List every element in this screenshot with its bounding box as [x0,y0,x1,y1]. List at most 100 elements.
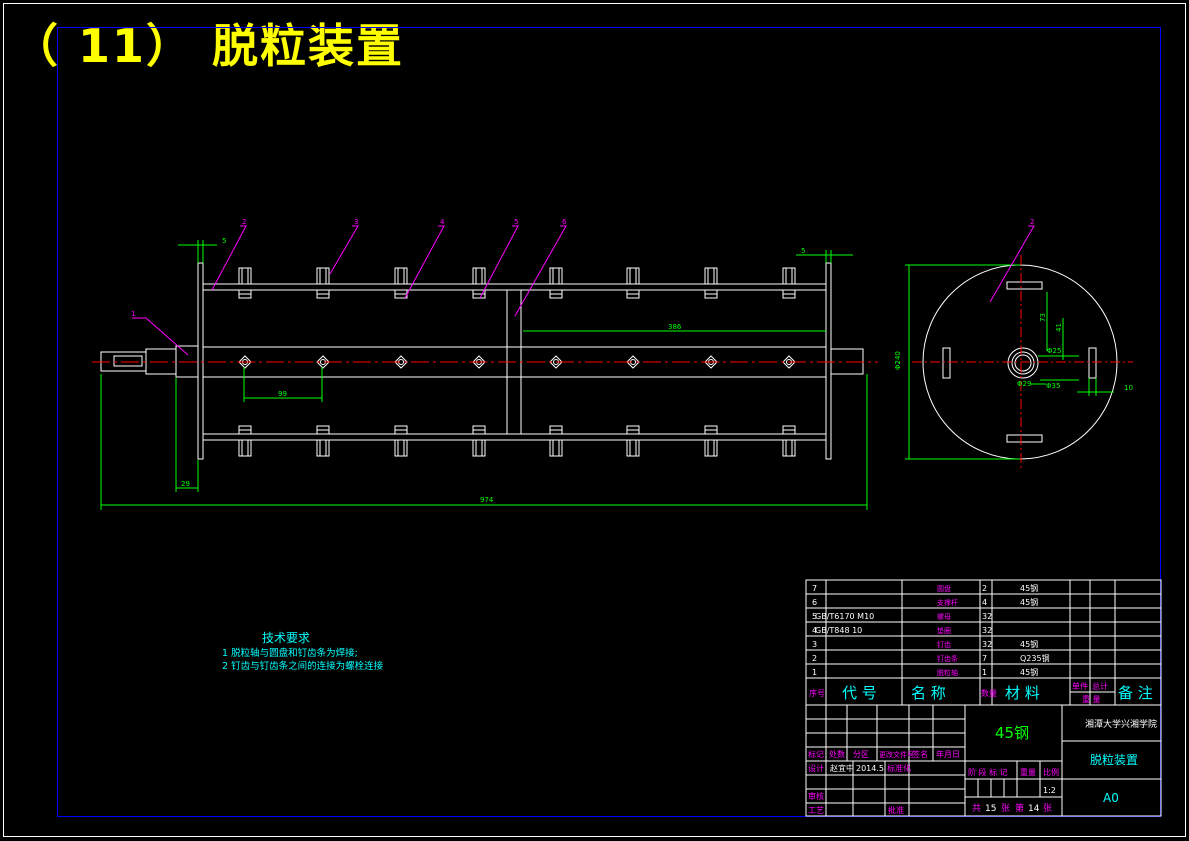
front-dimension-text: 974 29 386 99 5 5 [181,237,805,504]
hub-mid [1011,351,1035,375]
bom-header: 序号 代 号 名 称 数量 材 料 单件 总计 重 量 备 注 [809,681,1153,704]
hub-inner [1014,354,1032,372]
bom-cell-qty: 4 [982,598,987,607]
tooth-top [704,267,718,299]
bom-cell-no: 6 [812,598,817,607]
tb-zone: 分区 [853,750,869,759]
dim-29: 29 [181,480,190,488]
bom-cell-no: 1 [812,668,817,677]
tb-change-doc: 更改文件号 [879,750,914,759]
leader-4: 4 [440,218,445,226]
bom-header-code: 代 号 [842,684,877,702]
tb-design-date: 2014.5 [856,764,884,773]
bom-cell-qty: 32 [982,612,992,621]
tb-count: 处数 [829,749,845,759]
front-leaders [132,225,567,356]
tb-sheet-unit: 张 [1043,803,1052,814]
bom-cell-no: 3 [812,640,817,649]
front-dimensions [100,240,868,510]
bom-cell-qty: 32 [982,626,992,635]
tooth-bottom [782,425,796,457]
tooth-bottom [626,425,640,457]
tooth-top [626,267,640,299]
dim-d25: Φ25 [1047,347,1061,355]
tb-process: 工艺 [808,806,824,815]
leader-1: 1 [131,310,135,318]
bom-cell-material: 45钢 [1020,639,1038,649]
bom-header-single: 单件 [1072,681,1088,691]
leader-5: 5 [514,218,518,226]
tooth-top [472,267,486,299]
tb-design: 设计 [808,763,824,773]
dim-5-right: 5 [801,247,805,255]
tooth-bottom [549,425,563,457]
tech-req-item-1: 1 脱粒轴与圆盘和钉齿条为焊接; [222,648,358,659]
bom-header-name: 名 称 [911,684,946,702]
dim-10: 10 [1124,384,1133,392]
bom-cell-qty: 2 [982,584,987,593]
bom-header-no: 序号 [809,688,825,698]
tech-req-item-2: 2 钉齿与钉齿条之间的连接为螺栓连接 [222,661,384,672]
leader-6: 6 [562,218,567,226]
title-block [805,704,1162,817]
bom-header-total: 总计 [1092,681,1108,691]
bom-cell-qty: 32 [982,640,992,649]
title-block-text: 标记 处数 分区 更改文件号 签名 年月日 设计 赵宜中 2014.5 标准化 … [808,749,1059,815]
bom-header-remark: 备 注 [1118,684,1153,702]
leader-2: 2 [242,218,246,226]
tb-total-label: 共 [972,803,981,814]
front-leader-numbers: 1 2 3 4 5 6 [131,218,567,318]
tooth-bottom [238,425,252,457]
tb-total: 15 [985,804,996,814]
tb-paper: A0 [1103,791,1119,805]
dim-d35: Φ35 [1046,382,1060,390]
bom-row: 3 钉齿 32 45钢 [812,639,1038,649]
bom-cell-name: 钉齿条 [937,654,958,663]
bom-cell-qty: 7 [982,654,987,663]
left-disc [197,262,204,460]
bom-header-qty: 数量 [981,688,997,698]
bom-cell-code: GB/T6170 M10 [815,612,874,621]
bom-cell-name: 螺母 [937,612,951,621]
tooth-top [238,267,252,299]
tooth-bottom [472,425,486,457]
tb-school: 湘潭大学兴湘学院 [1085,718,1157,730]
bottom-tooth-bar [202,433,827,441]
slot-left [942,347,951,379]
bom-cell-name: 钉齿 [937,640,951,649]
bom-cell-qty: 1 [982,668,987,677]
tb-designer: 赵宜中 [830,763,854,773]
dim-41: 41 [1055,323,1063,332]
bom-header-weight: 重 量 [1082,694,1101,704]
slot-bottom [1006,434,1043,443]
tooth-top [782,267,796,299]
dim-d29: Φ29 [1017,380,1031,388]
dim-5-left: 5 [222,237,226,245]
dim-d240: Φ240 [894,351,902,370]
dim-99: 99 [278,390,287,398]
outer-border [3,3,1186,837]
side-dimensions [905,264,1114,460]
bom-cell-name: 脱粒轴 [937,668,958,677]
dim-974: 974 [480,496,494,504]
tb-date: 年月日 [936,749,960,759]
side-leader-2: 2 [1030,218,1034,226]
tb-weight: 重量 [1020,767,1036,777]
technical-requirements: 技术要求 1 脱粒轴与圆盘和钉齿条为焊接; 2 钉齿与钉齿条之间的连接为螺栓连接 [222,632,383,673]
dim-73: 73 [1039,313,1047,322]
bom-cell-name: 圆盘 [937,584,951,593]
tb-scale-label: 比例 [1043,767,1059,777]
bom-cell-code: GB/T848 10 [815,626,862,635]
slot-top [1006,281,1043,290]
keyway [113,355,143,367]
bom-cell-no: 5 [812,612,817,621]
bom-cell-material: 45钢 [1020,597,1038,607]
tb-sign: 签名 [912,749,928,759]
inner-frame [57,27,1161,817]
